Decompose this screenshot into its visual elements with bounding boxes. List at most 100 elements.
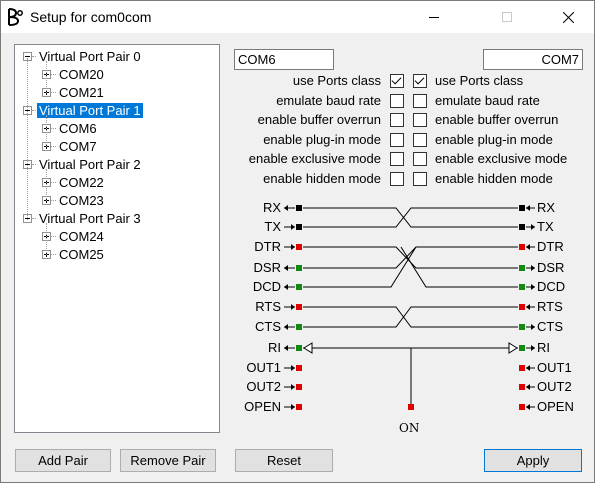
signal-label-a: RI	[268, 340, 281, 355]
signal-pin-b	[519, 205, 525, 211]
option-checkbox-b[interactable]	[413, 113, 427, 127]
wire-rx-tx	[303, 207, 518, 228]
arrow-out-icon	[291, 365, 295, 371]
title-bar[interactable]: Setup for com0com	[1, 1, 594, 33]
remove-pair-button[interactable]: Remove Pair	[120, 449, 216, 472]
signal-pin-b	[519, 224, 525, 230]
signal-label-b: CTS	[537, 319, 563, 334]
option-checkbox-a[interactable]	[390, 132, 404, 147]
tree-pair-label: Virtual Port Pair 3	[39, 211, 141, 226]
apply-button[interactable]: Apply	[484, 449, 582, 472]
close-button[interactable]	[545, 1, 591, 33]
wire-rts-cts	[303, 306, 518, 328]
option-label-b: enable hidden mode	[435, 170, 553, 186]
tree-pair-label: Virtual Port Pair 2	[39, 157, 141, 172]
tree-port-label: COM7	[59, 139, 97, 154]
signal-label-b: OUT1	[537, 360, 572, 375]
arrow-out-icon	[526, 365, 530, 371]
tree-port-label: COM25	[59, 247, 104, 262]
wire-dcd-dtr	[303, 246, 417, 288]
tree-port-item[interactable]: COM23	[57, 192, 106, 209]
signal-pin-a	[296, 224, 302, 230]
tree-port-item[interactable]: COM7	[57, 138, 99, 155]
signal-label-b: RX	[537, 200, 556, 215]
minimize-button[interactable]	[411, 1, 457, 33]
arrow-out-icon	[291, 384, 295, 390]
arrow-in-icon	[284, 345, 288, 351]
signal-label-a: RTS	[255, 299, 281, 314]
signal-label-a: DCD	[252, 279, 281, 294]
signal-pin-a	[296, 304, 302, 310]
wire-tx-rx	[303, 207, 518, 228]
option-label-b: enable exclusive mode	[435, 151, 568, 166]
option-label-b: enable plug-in mode	[435, 131, 553, 147]
signal-label-b: TX	[537, 219, 554, 234]
reset-button[interactable]: Reset	[235, 449, 333, 472]
option-checkbox-b[interactable]	[413, 132, 427, 147]
close-icon	[562, 11, 574, 23]
option-checkbox-a[interactable]	[390, 171, 404, 186]
tree-pair-1[interactable]: Virtual Port Pair 1	[37, 102, 143, 119]
option-checkbox-b[interactable]	[413, 93, 427, 108]
signal-label-a: OUT2	[246, 379, 281, 394]
arrow-out-icon	[531, 224, 535, 230]
add-pair-button[interactable]: Add Pair	[15, 449, 111, 472]
port-a-name-input[interactable]: COM6	[234, 49, 334, 70]
tree-pair-2[interactable]: Virtual Port Pair 2	[37, 156, 143, 173]
option-checkbox-a[interactable]	[390, 93, 404, 108]
option-label-b: emulate baud rate	[435, 92, 540, 108]
signal-pin-a	[296, 324, 302, 330]
arrow-out-icon	[291, 404, 295, 410]
signal-pin-b	[519, 365, 525, 371]
option-checkbox-b[interactable]	[413, 74, 427, 88]
tree-port-label: COM6	[59, 121, 97, 136]
signal-pin-a	[296, 404, 302, 410]
arrow-in-icon	[284, 265, 288, 271]
arrow-in-icon	[284, 205, 288, 211]
option-checkbox-a[interactable]	[390, 74, 404, 88]
tree-port-item[interactable]: COM21	[57, 84, 106, 101]
arrow-out-icon	[291, 244, 295, 250]
arrow-out-icon	[526, 404, 530, 410]
signal-pin-b	[519, 345, 525, 351]
tree-port-item[interactable]: COM24	[57, 228, 106, 245]
maximize-button[interactable]	[484, 1, 530, 33]
signal-label-a: TX	[264, 219, 281, 234]
arrow-in-icon	[284, 284, 288, 290]
tree-pair-0[interactable]: Virtual Port Pair 0	[37, 48, 143, 65]
tree-pair-label: Virtual Port Pair 1	[37, 103, 143, 118]
signal-pin-a	[296, 384, 302, 390]
tree-port-item[interactable]: COM22	[57, 174, 106, 191]
arrow-in-icon	[531, 324, 535, 330]
signal-label-a: OPEN	[244, 399, 281, 414]
tree-pair-3[interactable]: Virtual Port Pair 3	[37, 210, 143, 227]
tree-port-item[interactable]: COM6	[57, 120, 99, 137]
tree-port-label: COM22	[59, 175, 104, 190]
ri-triangle-a-icon	[303, 342, 313, 354]
tree-port-item[interactable]: COM20	[57, 66, 106, 83]
signal-pin-b	[519, 324, 525, 330]
signal-pin-a	[296, 284, 302, 290]
arrow-in-icon	[526, 205, 530, 211]
signal-label-b: RTS	[537, 299, 563, 314]
wire-dsr-dtr	[303, 246, 518, 269]
signal-pin-a	[296, 365, 302, 371]
option-label-a: enable plug-in mode	[263, 131, 381, 147]
option-label-b: enable buffer overrun	[435, 112, 559, 127]
on-label: ON	[399, 421, 420, 435]
option-checkbox-b[interactable]	[413, 152, 427, 166]
option-checkbox-a[interactable]	[390, 113, 404, 127]
tree-port-label: COM20	[59, 67, 104, 82]
signal-label-b: OPEN	[537, 399, 574, 414]
option-label-b: use Ports class	[435, 73, 524, 88]
arrow-in-icon	[284, 324, 288, 330]
arrow-out-icon	[526, 244, 530, 250]
signal-pin-a	[296, 244, 302, 250]
tree-port-label: COM23	[59, 193, 104, 208]
tree-port-item[interactable]: COM25	[57, 246, 106, 263]
option-checkbox-a[interactable]	[390, 152, 404, 166]
port-b-name-input[interactable]: COM7	[483, 49, 583, 70]
option-checkbox-b[interactable]	[413, 171, 427, 186]
